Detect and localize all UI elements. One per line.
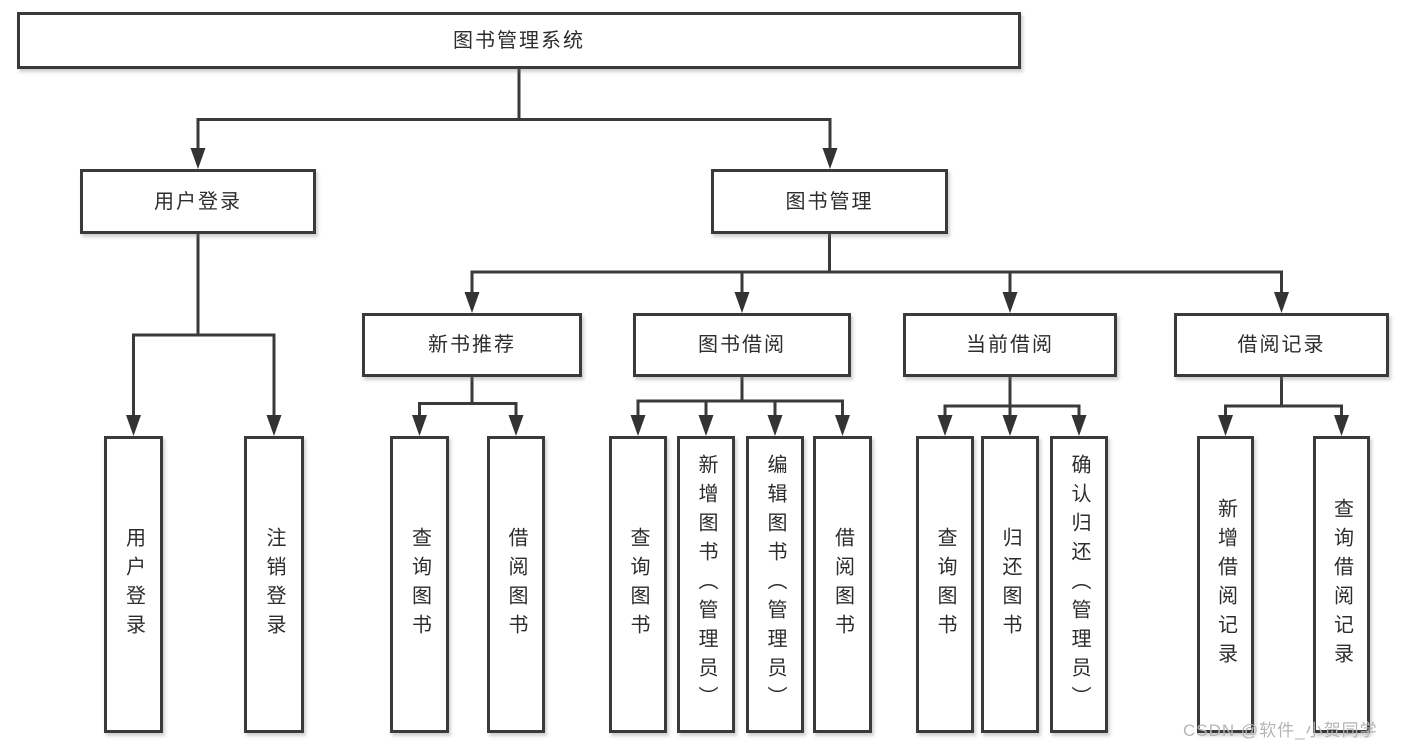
node-book-management: 图书管理 [711, 169, 948, 234]
branch-book-management [470, 234, 1283, 294]
node-leaf-user-login: 用户登录 [104, 436, 163, 733]
branch-root [196, 69, 832, 150]
node-borrowing-records-label: 借阅记录 [1237, 334, 1326, 356]
node-leaf-add-borrow-record: 新增借阅记录 [1197, 436, 1254, 733]
branch-book-borrowing [636, 377, 844, 417]
node-user-login: 用户登录 [80, 169, 316, 234]
branch-new-book-recommend [418, 377, 518, 417]
node-leaf-confirm-return-admin: 确认归还（管理员） [1050, 436, 1108, 733]
node-leaf-logout: 注销登录 [244, 436, 304, 733]
node-root: 图书管理系统 [17, 12, 1021, 69]
branch-current-borrowing [943, 377, 1081, 417]
node-new-book-recommend-label: 新书推荐 [428, 334, 516, 356]
node-leaf-add-books-admin: 新增图书（管理员） [677, 436, 735, 733]
node-root-label: 图书管理系统 [453, 29, 585, 52]
node-new-book-recommend: 新书推荐 [362, 313, 582, 377]
node-current-borrowing: 当前借阅 [903, 313, 1117, 377]
node-leaf-query-books-recommend: 查询图书 [390, 436, 449, 733]
node-book-management-label: 图书管理 [785, 190, 874, 213]
node-leaf-return-books: 归还图书 [981, 436, 1039, 733]
branch-borrowing-records [1224, 377, 1343, 417]
node-book-borrowing: 图书借阅 [633, 313, 851, 377]
node-leaf-edit-books-admin: 编辑图书（管理员） [746, 436, 804, 733]
node-book-borrowing-label: 图书借阅 [698, 334, 786, 356]
watermark: CSDN @软件_小贺同学 [1183, 721, 1378, 740]
node-leaf-borrow-books-recommend: 借阅图书 [487, 436, 545, 733]
branch-user-login [132, 234, 276, 417]
node-leaf-borrow-books-borrowing: 借阅图书 [813, 436, 872, 733]
node-leaf-query-borrow-record: 查询借阅记录 [1313, 436, 1370, 733]
node-user-login-label: 用户登录 [154, 190, 242, 213]
node-borrowing-records: 借阅记录 [1174, 313, 1389, 377]
node-leaf-query-books-current: 查询图书 [916, 436, 974, 733]
arrowheads [126, 148, 1349, 436]
node-current-borrowing-label: 当前借阅 [966, 334, 1054, 356]
node-leaf-query-books-borrowing: 查询图书 [609, 436, 667, 733]
